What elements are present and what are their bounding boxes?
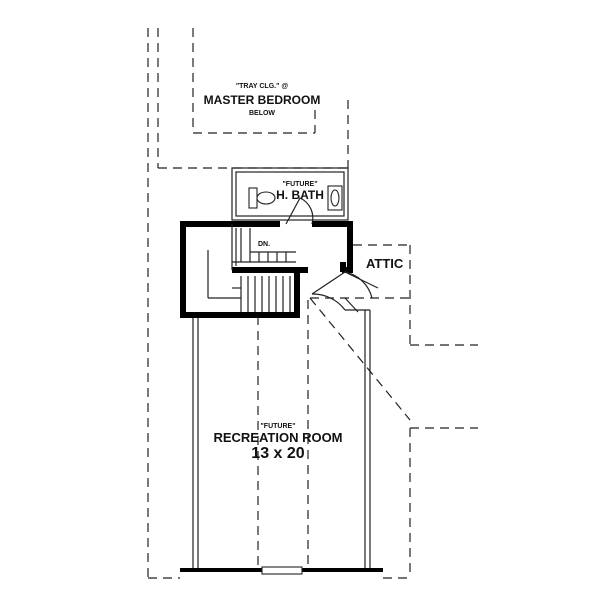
master-bedroom-label: MASTER BEDROOM: [204, 93, 321, 107]
toilet-fixture: [248, 187, 276, 209]
recreation-room-dimensions: 13 x 20: [251, 445, 304, 462]
recreation-room-label: RECREATION ROOM: [213, 430, 342, 445]
attic-label: ATTIC: [366, 256, 404, 271]
master-bedroom-sub-label: BELOW: [249, 110, 275, 117]
stair-down-label: DN.: [258, 241, 270, 248]
floor-line: [180, 566, 383, 575]
master-bedroom-note: "TRAY CLG." @: [236, 83, 289, 90]
recreation-room-note: "FUTURE": [260, 423, 295, 430]
bath-note: "FUTURE": [282, 181, 317, 188]
sink-fixture: [327, 185, 343, 211]
attic-door: [311, 262, 379, 313]
recreation-room-walls: [192, 300, 371, 570]
stair-treads: [207, 224, 296, 312]
master-bedroom-tray-outline: [192, 28, 316, 134]
bath-label: H. BATH: [276, 188, 324, 202]
